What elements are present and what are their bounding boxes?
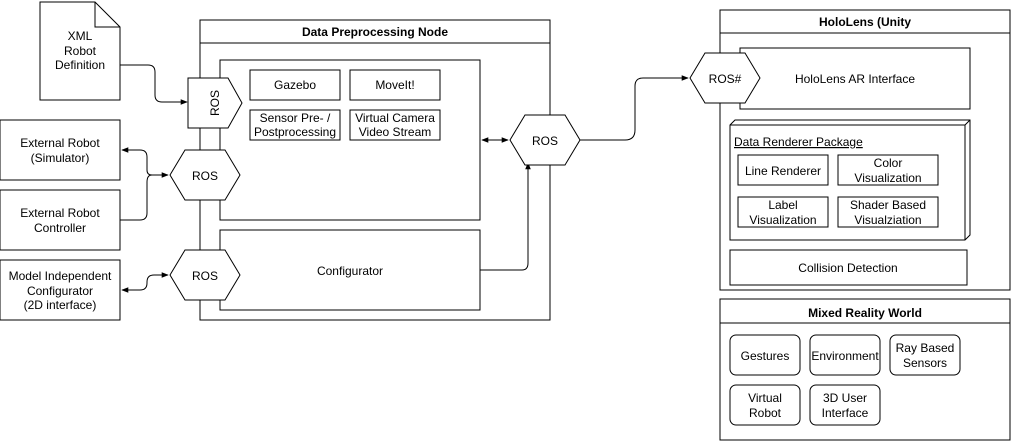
sensor-processing-line-2: Postprocessing bbox=[254, 125, 336, 139]
environment-label: Environment bbox=[811, 349, 879, 363]
virtual-robot-line-2: Robot bbox=[749, 406, 782, 420]
ros-left-bottom-node: ROS bbox=[169, 249, 241, 301]
ros-vertical-label: ROS bbox=[208, 90, 222, 116]
shader-vis-line-2: Visualziation bbox=[854, 213, 921, 227]
gestures-box: Gestures bbox=[729, 334, 801, 376]
simulator-ros-connector bbox=[121, 147, 169, 178]
mic-line-3: (2D interface) bbox=[24, 298, 97, 312]
ros-left-mid-node: ROS bbox=[169, 149, 241, 201]
mic-line-2: Configurator bbox=[27, 284, 93, 298]
ray-sensors-box: Ray Based Sensors bbox=[889, 334, 961, 376]
line-renderer-label: Line Renderer bbox=[745, 164, 821, 178]
hololens-ar-label: HoloLens AR Interface bbox=[795, 72, 915, 86]
hololens-ar-interface: HoloLens AR Interface bbox=[739, 47, 971, 110]
ros-left-bottom-label: ROS bbox=[192, 269, 218, 283]
xml-def-line-1: XML bbox=[68, 29, 93, 43]
ros-vertical-node: ROS bbox=[187, 77, 243, 129]
xml-def-line-2: Robot bbox=[64, 44, 97, 58]
xml-to-ros-connector bbox=[120, 64, 188, 105]
configurator-ros-connector bbox=[121, 272, 169, 293]
gazebo-box: Gazebo bbox=[249, 69, 341, 101]
ros-to-rossharp-connector bbox=[580, 75, 689, 141]
gazebo-label: Gazebo bbox=[274, 78, 316, 92]
controller-ros-connector bbox=[120, 174, 153, 221]
xml-robot-definition: XML Robot Definition bbox=[39, 1, 121, 101]
mr-world-title: Mixed Reality World bbox=[808, 306, 922, 320]
external-robot-controller: External Robot Controller bbox=[0, 189, 121, 251]
ray-sensors-line-2: Sensors bbox=[903, 356, 947, 370]
color-vis-line-2: Visualization bbox=[854, 171, 921, 185]
mic-line-1: Model Independent bbox=[9, 269, 112, 283]
ros-sharp-node: ROS# bbox=[689, 52, 761, 104]
user-interface-line-1: 3D User bbox=[823, 391, 867, 405]
ext-sim-line-1: External Robot bbox=[20, 136, 100, 150]
user-interface-box: 3D User Interface bbox=[809, 384, 881, 426]
user-interface-line-2: Interface bbox=[822, 406, 869, 420]
environment-box: Environment bbox=[809, 334, 881, 376]
shader-visualization-box: Shader Based Visualziation bbox=[837, 196, 939, 228]
ros-sharp-label: ROS# bbox=[709, 72, 742, 86]
ros-left-mid-label: ROS bbox=[192, 169, 218, 183]
ros-right-label: ROS bbox=[532, 134, 558, 148]
moveit-label: MoveIt! bbox=[375, 78, 414, 92]
ray-sensors-line-1: Ray Based bbox=[896, 341, 955, 355]
color-vis-line-1: Color bbox=[874, 156, 903, 170]
data-node-title: Data Preprocessing Node bbox=[302, 25, 448, 39]
virtual-camera-box: Virtual Camera Video Stream bbox=[349, 109, 441, 141]
ros-right-node: ROS bbox=[509, 114, 581, 166]
virtual-camera-line-2: Video Stream bbox=[359, 125, 432, 139]
external-robot-simulator: External Robot (Simulator) bbox=[0, 119, 121, 181]
sensor-processing-line-1: Sensor Pre- / bbox=[260, 111, 331, 125]
label-vis-line-2: Visualization bbox=[749, 213, 816, 227]
collision-detection-box: Collision Detection bbox=[729, 249, 968, 286]
configurator-box: Configurator bbox=[219, 229, 481, 311]
renderer-package-label: Data Renderer Package bbox=[734, 135, 863, 149]
collision-label: Collision Detection bbox=[798, 261, 897, 275]
line-renderer-box: Line Renderer bbox=[737, 154, 829, 186]
model-independent-configurator: Model Independent Configurator (2D inter… bbox=[0, 259, 121, 321]
sensor-processing-box: Sensor Pre- / Postprocessing bbox=[249, 109, 341, 141]
hololens-title: HoloLens (Unity bbox=[819, 15, 911, 29]
moveit-box: MoveIt! bbox=[349, 69, 441, 101]
label-visualization-box: Label Visualization bbox=[737, 196, 829, 228]
xml-def-line-3: Definition bbox=[55, 58, 105, 72]
configurator-to-ros-connector bbox=[480, 162, 531, 271]
gestures-label: Gestures bbox=[741, 349, 790, 363]
color-visualization-box: Color Visualization bbox=[837, 154, 939, 186]
ext-ctrl-line-2: Controller bbox=[34, 221, 86, 235]
configurator-label: Configurator bbox=[317, 264, 383, 278]
virtual-camera-line-1: Virtual Camera bbox=[355, 111, 435, 125]
label-vis-line-1: Label bbox=[768, 198, 797, 212]
ext-ctrl-line-1: External Robot bbox=[20, 206, 100, 220]
virtual-robot-box: Virtual Robot bbox=[729, 384, 801, 426]
virtual-robot-line-1: Virtual bbox=[748, 391, 782, 405]
ext-sim-line-2: (Simulator) bbox=[31, 151, 90, 165]
shader-vis-line-1: Shader Based bbox=[850, 198, 926, 212]
